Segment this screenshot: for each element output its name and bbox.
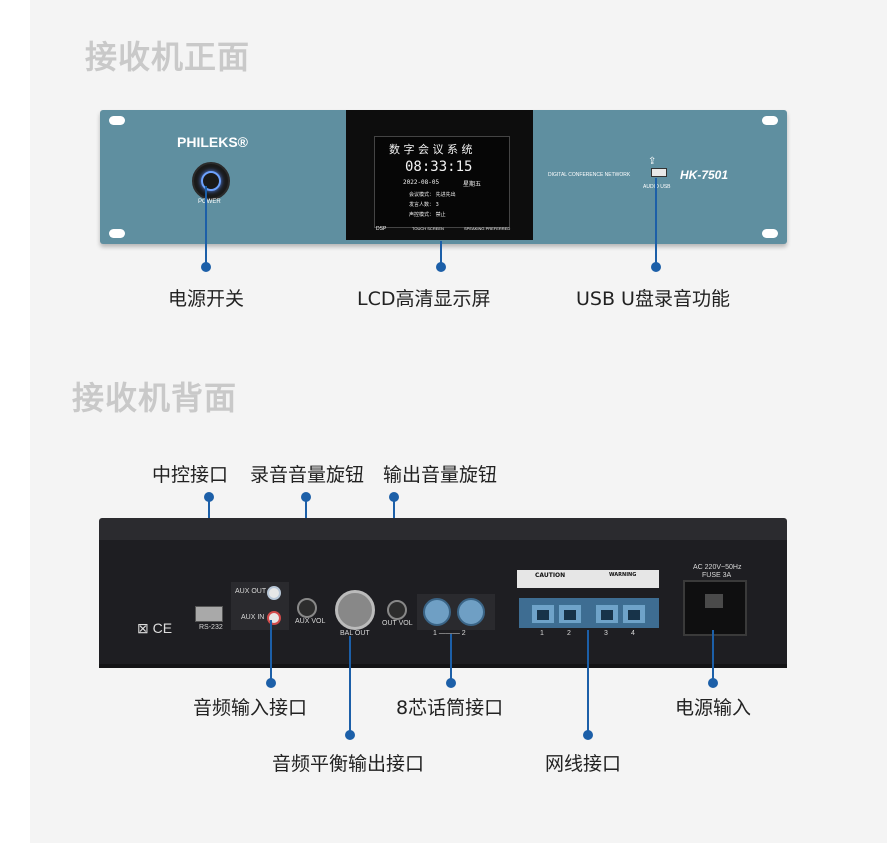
warning-label: WARNING (609, 572, 637, 578)
brand-logo: PHILEKS® (177, 134, 248, 150)
weee-ce-icon: ⊠ CE (137, 620, 173, 636)
callout-dot-power (201, 262, 211, 272)
front-section-title: 接收机正面 (85, 38, 251, 76)
lcd-screen: 数 字 会 议 系 统 08:33:15 2022-08-05 星期五 会议模式… (374, 136, 510, 228)
callout-record-knob: 录音音量旋钮 (250, 464, 365, 486)
receiver-rear-panel: ⊠ CE RS-232 AUX OUT AUX IN AUX VOL BAL O… (99, 518, 787, 668)
mic-port-2[interactable] (457, 598, 485, 626)
callout-mic-8pin: 8芯话筒接口 (396, 697, 504, 719)
rs232-port[interactable] (195, 606, 223, 622)
callout-line-lcd (440, 241, 442, 266)
ac-label: AC 220V~50Hz (693, 564, 742, 571)
screen-time: 08:33:15 (405, 159, 473, 175)
network-label: DIGITAL CONFERENCE NETWORK (548, 172, 631, 178)
rj45-number-3: 3 (604, 630, 608, 637)
callout-line-network (587, 630, 589, 734)
rj45-number-4: 4 (631, 630, 635, 637)
callout-dot-audio-input (266, 678, 276, 688)
caution-plate: CAUTION (517, 570, 591, 588)
rack-slot (109, 229, 125, 238)
callout-audio-input: 音频输入接口 (193, 697, 308, 719)
aux-vol-label: AUX VOL (295, 618, 326, 625)
rack-slot (109, 116, 125, 125)
callout-power-input: 电源输入 (675, 697, 752, 719)
callout-output-knob: 输出音量旋钮 (383, 464, 498, 486)
rj45-number-2: 2 (567, 630, 571, 637)
rj45-port-2[interactable] (558, 604, 582, 624)
caution-label: CAUTION (535, 572, 566, 579)
lcd-frame: 数 字 会 议 系 统 08:33:15 2022-08-05 星期五 会议模式… (346, 110, 533, 240)
callout-dot-network (583, 730, 593, 740)
power-label: POWER (198, 199, 221, 205)
callout-dot-usb (651, 262, 661, 272)
power-inlet[interactable] (683, 580, 747, 636)
callout-dot-power-input (708, 678, 718, 688)
screen-title: 数 字 会 议 系 统 (389, 143, 473, 156)
callout-network: 网线接口 (545, 753, 622, 775)
rj45-number-1: 1 (540, 630, 544, 637)
rj45-port-1[interactable] (531, 604, 555, 624)
aux-out-jack[interactable] (267, 586, 281, 600)
rj45-port-3[interactable] (595, 604, 619, 624)
callout-dot-mic (446, 678, 456, 688)
aux-out-label: AUX OUT (235, 588, 267, 595)
bal-out-label: BAL OUT (340, 630, 370, 637)
screen-voice: 声控模式： 禁止 (409, 212, 446, 218)
warning-plate: WARNING (591, 570, 659, 588)
rack-slot (762, 116, 778, 125)
badge-dsp: DSP (376, 226, 387, 232)
callout-power-switch: 电源开关 (168, 288, 245, 310)
usb-port[interactable] (651, 168, 667, 177)
mic-port-1[interactable] (423, 598, 451, 626)
rj45-port-4[interactable] (622, 604, 646, 624)
callout-line-power-input (712, 630, 714, 682)
callout-balanced-output: 音频平衡输出接口 (272, 753, 425, 775)
power-icon (201, 171, 221, 191)
aux-volume-knob[interactable] (297, 598, 317, 618)
badge-speaking: SPEAKING PREFERRED (464, 226, 511, 231)
rear-top-edge (99, 518, 787, 540)
callout-usb-record: USB U盘录音功能 (576, 288, 730, 310)
badge-touch: TOUCH SCREEN (412, 226, 444, 231)
aux-in-label: AUX IN (241, 614, 265, 621)
inlet-socket (705, 594, 723, 608)
callout-dot-balanced (345, 730, 355, 740)
model-label: HK-7501 (680, 168, 729, 182)
screen-mode: 会议模式： 先进先出 (409, 192, 456, 198)
screen-count: 发言人数： 3 (409, 202, 439, 208)
bal-out-xlr[interactable] (335, 590, 375, 630)
callout-central-control: 中控接口 (152, 464, 229, 486)
out-volume-knob[interactable] (387, 600, 407, 620)
rack-slot (762, 229, 778, 238)
screen-date: 2022-08-05 (403, 179, 440, 186)
power-button[interactable] (192, 162, 230, 200)
callout-line-balanced (349, 636, 351, 734)
out-vol-label: OUT VOL (382, 620, 413, 627)
rs232-label: RS-232 (199, 624, 223, 631)
callout-line-power (205, 186, 207, 266)
callout-line-usb (655, 178, 657, 266)
callout-line-mic (450, 634, 452, 682)
receiver-front-panel: PHILEKS® POWER 数 字 会 议 系 统 08:33:15 2022… (100, 110, 787, 244)
back-section-title: 接收机背面 (72, 379, 238, 417)
fuse-label: FUSE 3A (702, 572, 732, 579)
mic-port-labels: 1 ——— 2 (433, 630, 466, 637)
usb-icon: ⇪ (648, 156, 657, 167)
callout-dot-lcd (436, 262, 446, 272)
screen-weekday: 星期五 (463, 181, 482, 188)
callout-line-audio-input (270, 620, 272, 682)
callout-lcd-display: LCD高清显示屏 (357, 288, 491, 310)
